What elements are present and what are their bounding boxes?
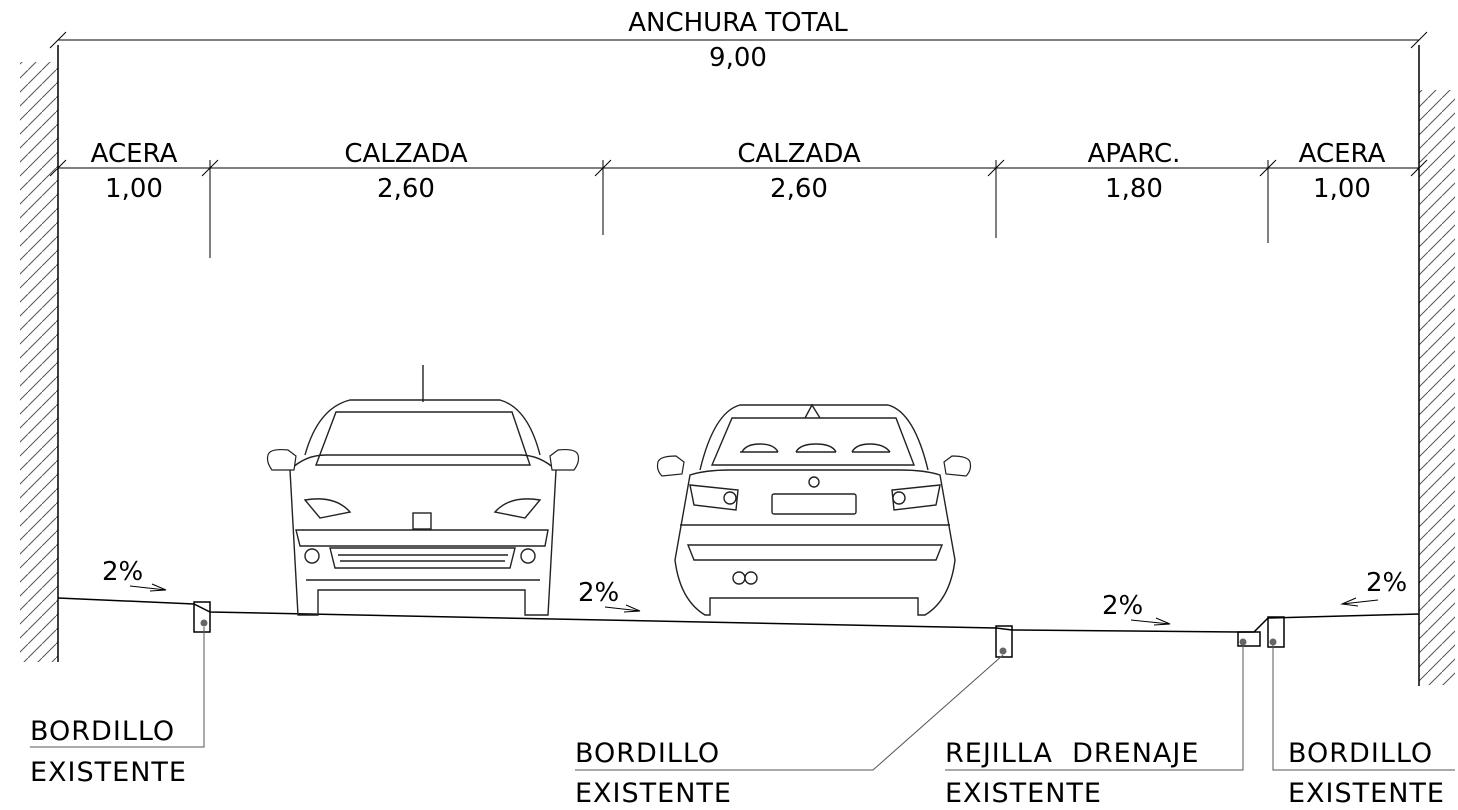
- segment-label-calzada-1: CALZADA: [344, 139, 468, 169]
- segment-value-calzada-2: 2,60: [770, 174, 828, 204]
- callout-curb-center-line2: EXISTENTE: [575, 778, 732, 809]
- callout-drain-line1: REJILLA DRENAJE: [945, 738, 1199, 769]
- car-front-view-illustration: [266, 365, 580, 616]
- curb-left: [193, 601, 211, 633]
- slope-arrow-1: [129, 583, 167, 592]
- left-wall: [20, 45, 59, 662]
- segment-value-acera-right: 1,00: [1313, 174, 1371, 204]
- slope-label-4: 2%: [1366, 568, 1407, 598]
- total-dimension-line: [49, 31, 1428, 49]
- callout-curb-left-line2: EXISTENTE: [30, 757, 187, 788]
- ground-profile: [57, 597, 1420, 633]
- callout-curb-right-line2: EXISTENTE: [1288, 778, 1445, 809]
- callout-leaders: [30, 627, 1455, 771]
- callout-curb-left-line1: BORDILLO: [30, 716, 175, 747]
- car-rear-view-illustration: [656, 403, 972, 616]
- callout-curb-right-line1: BORDILLO: [1288, 738, 1433, 769]
- segment-label-calzada-2: CALZADA: [737, 139, 861, 169]
- segment-label-acera-right: ACERA: [1299, 139, 1386, 169]
- segment-value-calzada-1: 2,60: [377, 174, 435, 204]
- callout-curb-center-line1: BORDILLO: [575, 738, 720, 769]
- segment-label-acera-left: ACERA: [91, 139, 178, 169]
- slope-arrow-2: [604, 604, 641, 613]
- slope-label-2: 2%: [578, 578, 619, 608]
- segment-value-acera-left: 1,00: [105, 174, 163, 204]
- segment-dimension-line: [49, 159, 1428, 258]
- right-wall: [1418, 45, 1455, 686]
- total-width-label: ANCHURA TOTAL: [628, 8, 848, 38]
- segment-label-aparc: APARC.: [1088, 139, 1181, 169]
- curb-right: [1267, 616, 1285, 648]
- slope-label-3: 2%: [1102, 591, 1143, 621]
- drain-grate: [1237, 631, 1261, 647]
- slope-arrow-4: [1340, 597, 1379, 607]
- total-width-value: 9,00: [709, 43, 767, 73]
- slope-arrow-3: [1130, 617, 1171, 626]
- slope-label-1: 2%: [102, 557, 143, 587]
- segment-value-aparc: 1,80: [1105, 174, 1163, 204]
- curb-center: [995, 625, 1013, 658]
- callout-drain-line2: EXISTENTE: [945, 778, 1102, 809]
